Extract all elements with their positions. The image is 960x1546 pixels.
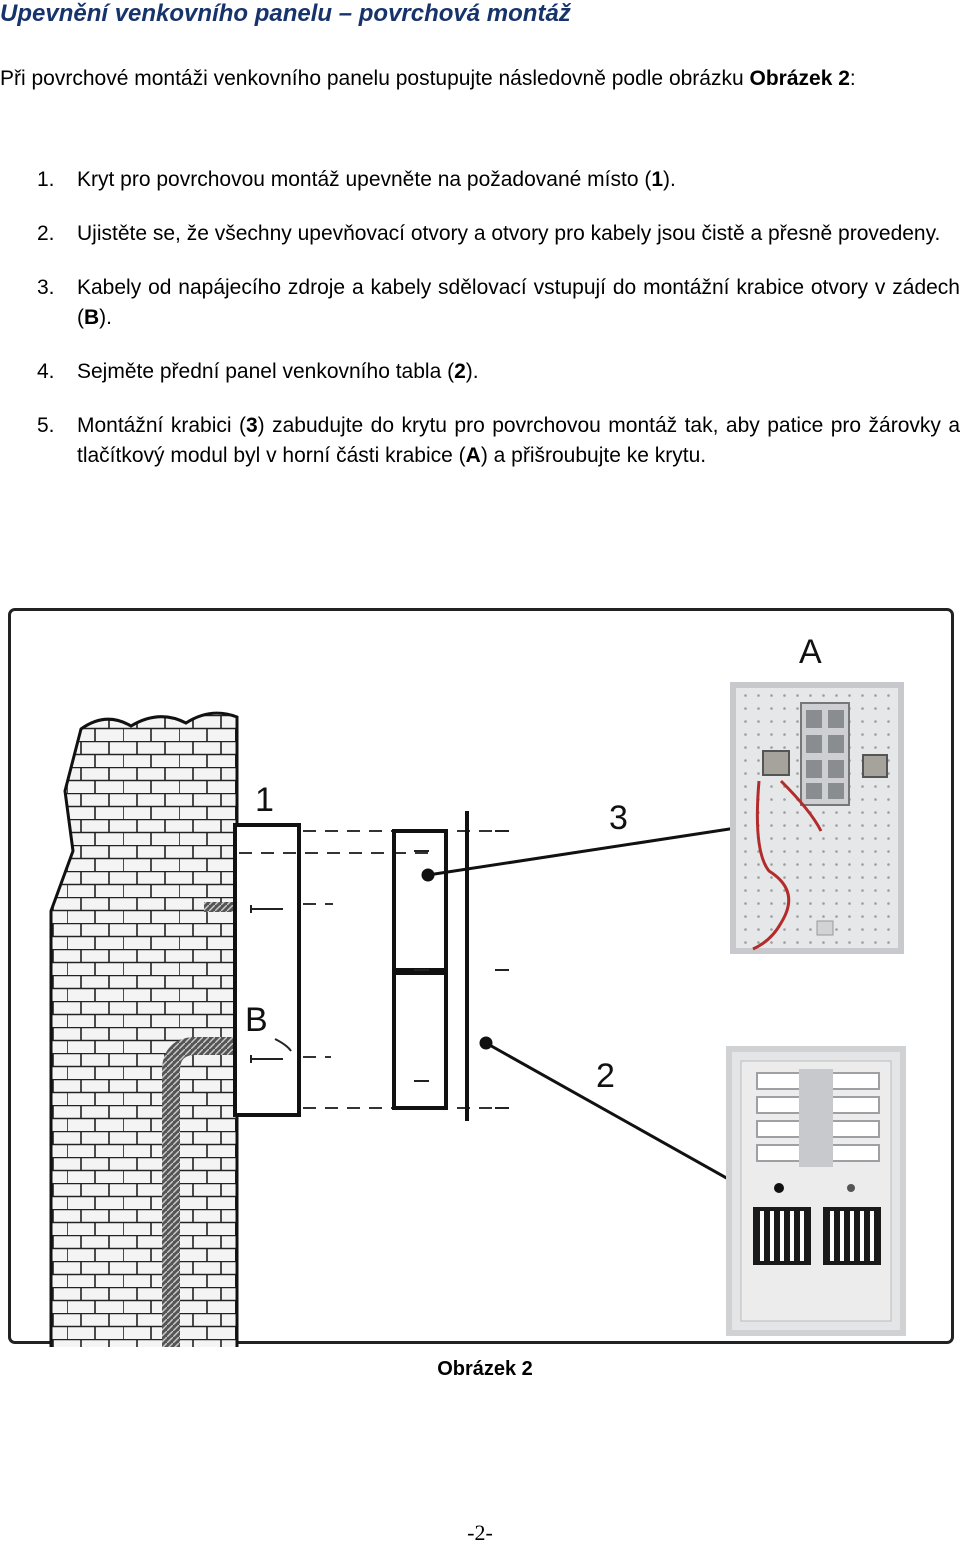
brick-wall [49,711,303,1347]
intro-paragraph: Při povrchové montáži venkovního panelu … [0,64,960,94]
step-text: Montážní krabici ( [77,414,246,437]
step-text: ). [663,168,676,191]
step-reference: A [465,444,481,467]
installation-diagram: 1 B 3 2 A [49,633,906,1347]
label-1: 1 [255,781,274,819]
panel-screws [495,830,509,1109]
front-panel [465,811,469,1121]
label-2: 2 [596,1057,615,1095]
mounting-screws [250,905,292,1063]
figure-reference: Obrázek 2 [749,67,850,90]
step-reference: B [84,306,100,329]
step-reference: 2 [454,360,466,383]
cable-conduit [162,1037,237,1347]
step-item: 5. Montážní krabici (3) zabudujte do kryt… [0,411,960,471]
step-item: 3. Kabely od napájecího zdroje a kabely s… [0,273,960,333]
mounting-box [392,829,448,1110]
step-item: 1. Kryt pro povrchovou montáž upevněte na… [0,165,960,195]
section-heading: Upevnění venkovního panelu – povrchová m… [0,0,571,27]
step-text: Sejměte přední panel venkovního tabla ( [77,360,455,383]
surface-mount-box [233,823,301,1117]
intro-text: Při povrchové montáži venkovního panelu … [0,67,744,90]
step-item: 2. Ujistěte se, že všechny upevňovací otv… [0,219,960,249]
figure-frame: 1 B 3 2 A [8,608,954,1347]
intro-colon: : [849,67,856,90]
step-text: ) zabudujte do krytu pro povrchovou mont… [77,414,960,467]
step-item: 4. Sejměte přední panel venkovního tabla … [0,357,960,387]
step-text: Ujistěte se, že všechny upevňovací otvor… [77,222,941,245]
step-reference: 3 [245,414,258,437]
step-reference: 1 [651,168,664,191]
figure-caption: Obrázek 2 [437,1358,533,1380]
step-text: Kabely od napájecího zdroje a kabely sdě… [77,276,960,329]
step-number: 5. [37,414,55,437]
leader-lines [421,816,778,1210]
step-number: 3. [37,276,55,299]
label-a: A [799,633,822,671]
step-number: 4. [37,360,55,383]
label-b: B [245,1001,268,1039]
step-text: Kryt pro povrchovou montáž upevněte na p… [77,168,652,191]
page-number: -2- [467,1520,493,1545]
mounting-box-photo [730,682,904,954]
step-number: 1. [37,168,55,191]
step-text: ). [99,306,112,329]
steps-list: 1. Kryt pro povrchovou montáž upevněte na… [0,165,960,495]
front-panel-photo [726,1046,906,1336]
step-text: ). [465,360,479,383]
step-text: ) a přišroubujte ke krytu. [480,444,707,467]
step-number: 2. [37,222,55,245]
label-3: 3 [609,799,628,837]
